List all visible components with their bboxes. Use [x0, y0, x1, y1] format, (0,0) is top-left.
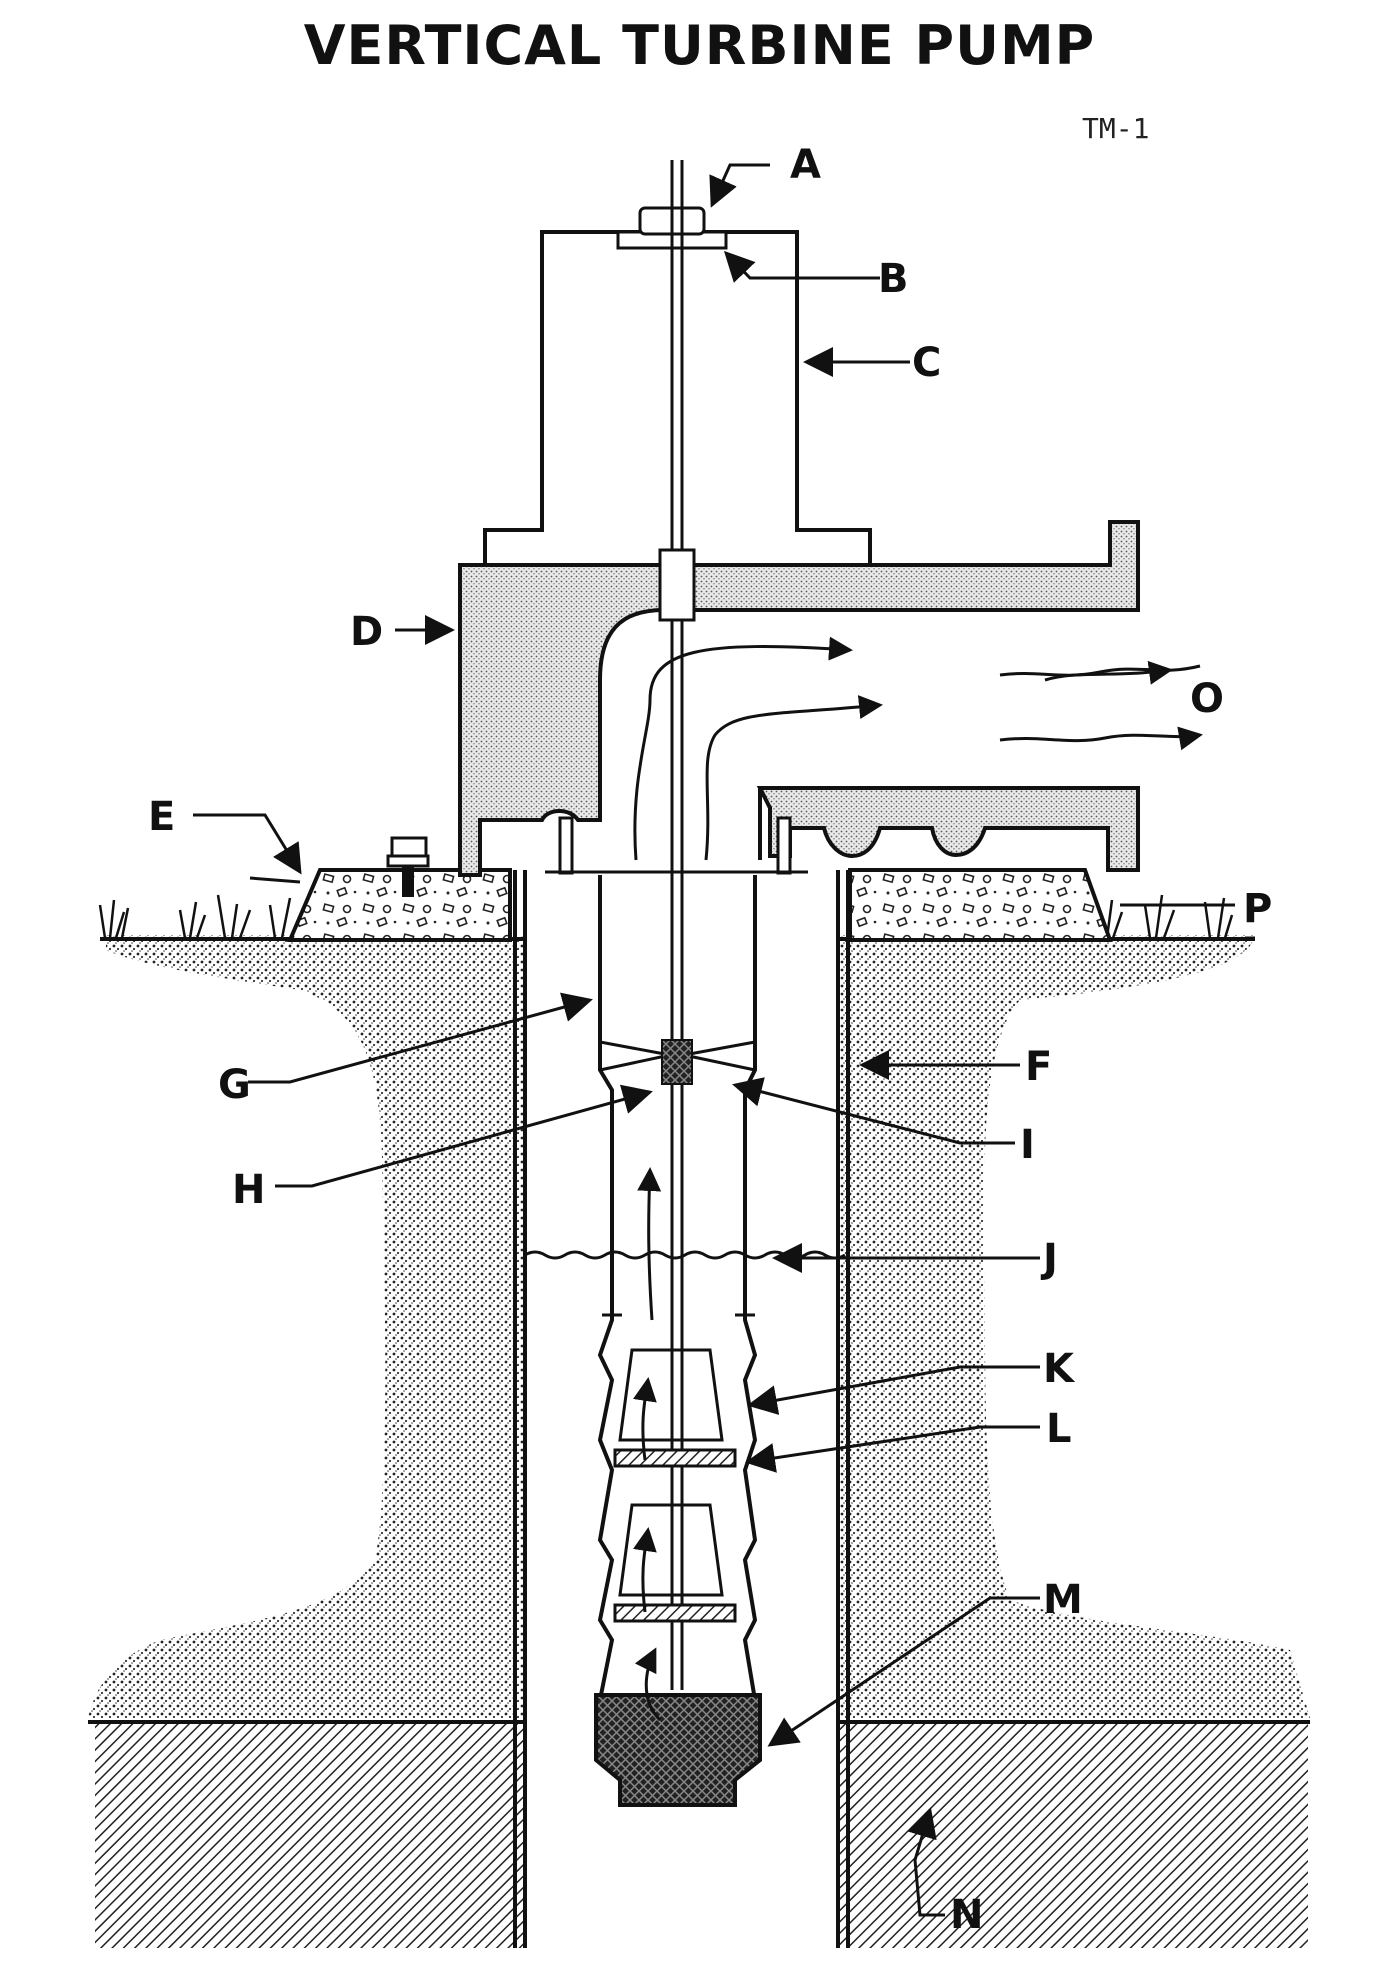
leader-lines	[193, 163, 1255, 1917]
flow-arrows	[633, 636, 1203, 1722]
label-a: A	[790, 142, 821, 188]
label-g: G	[218, 1062, 251, 1108]
label-p: P	[1243, 886, 1272, 932]
column-pipe	[597, 875, 615, 1701]
grass	[98, 894, 1234, 939]
bedrock-right	[838, 1723, 1308, 1948]
concrete-base-right	[848, 868, 1113, 942]
label-o: O	[1190, 676, 1224, 722]
discharge-elbow	[756, 786, 1140, 872]
bearing-retainer	[599, 1039, 756, 1085]
diagram-title: VERTICAL TURBINE PUMP	[303, 14, 1096, 77]
drawing-code: TM-1	[1082, 112, 1150, 145]
gravel-pack-left	[88, 935, 525, 1718]
label-f: F	[1025, 1044, 1052, 1090]
label-l: L	[1046, 1406, 1072, 1452]
concrete-base-left	[286, 868, 512, 942]
flange-bolts	[545, 816, 808, 875]
label-h: H	[232, 1167, 265, 1213]
strainer	[594, 1693, 762, 1807]
label-k: K	[1043, 1346, 1076, 1392]
motor-housing	[483, 230, 872, 567]
pump-shaft	[670, 160, 684, 1690]
gravel-pack-right	[838, 935, 1310, 1718]
well-casing	[513, 870, 850, 1948]
impeller-lower	[613, 1503, 737, 1623]
bedrock-left	[95, 1723, 525, 1948]
impeller-upper	[613, 1348, 737, 1468]
label-c: C	[912, 340, 941, 386]
anchor-bolt	[386, 836, 430, 897]
label-j: J	[1040, 1236, 1058, 1282]
label-m: M	[1043, 1577, 1083, 1623]
shaft-coupling	[658, 548, 696, 622]
label-b: B	[878, 256, 909, 302]
label-d: D	[350, 609, 383, 655]
label-i: I	[1020, 1122, 1035, 1168]
label-n: N	[950, 1892, 983, 1938]
label-e: E	[148, 794, 175, 840]
